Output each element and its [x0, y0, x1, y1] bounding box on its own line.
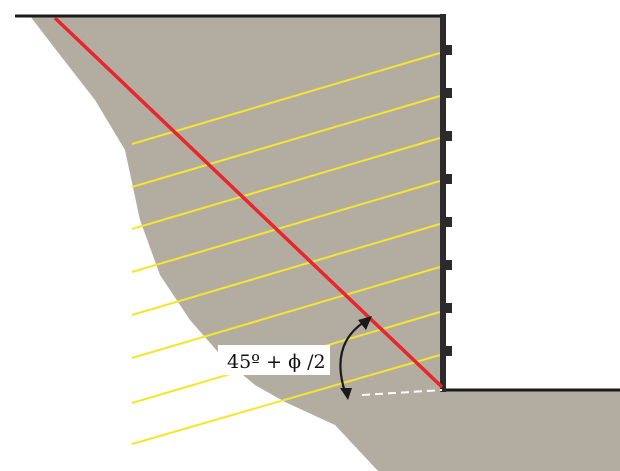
facing-block — [446, 217, 452, 227]
soil-nail — [131, 52, 441, 145]
facing-block — [446, 131, 452, 141]
soil-nail — [131, 180, 441, 273]
soil-nail — [131, 266, 441, 359]
angle-arc — [339, 321, 365, 393]
facing-block — [446, 45, 452, 55]
facing-block — [446, 260, 452, 270]
soil-mass — [30, 16, 620, 471]
arc-arrowhead-bottom — [340, 388, 352, 400]
soil-nail — [131, 354, 441, 445]
soil-nail — [131, 95, 441, 188]
facing-block — [446, 174, 452, 184]
angle-label-box — [218, 345, 330, 375]
horizontal-reference-line — [361, 389, 443, 396]
facing-block — [446, 303, 452, 313]
facing-block — [446, 346, 452, 356]
angle-label: 45º + ϕ /2 — [227, 351, 326, 373]
soil-nail — [131, 223, 441, 316]
arc-arrowhead-top — [358, 316, 372, 330]
facing-block — [446, 88, 452, 98]
wall-facing-blocks — [446, 45, 452, 356]
retaining-wall-face — [440, 14, 446, 392]
failure-plane — [53, 16, 444, 389]
soil-nail — [131, 137, 441, 230]
